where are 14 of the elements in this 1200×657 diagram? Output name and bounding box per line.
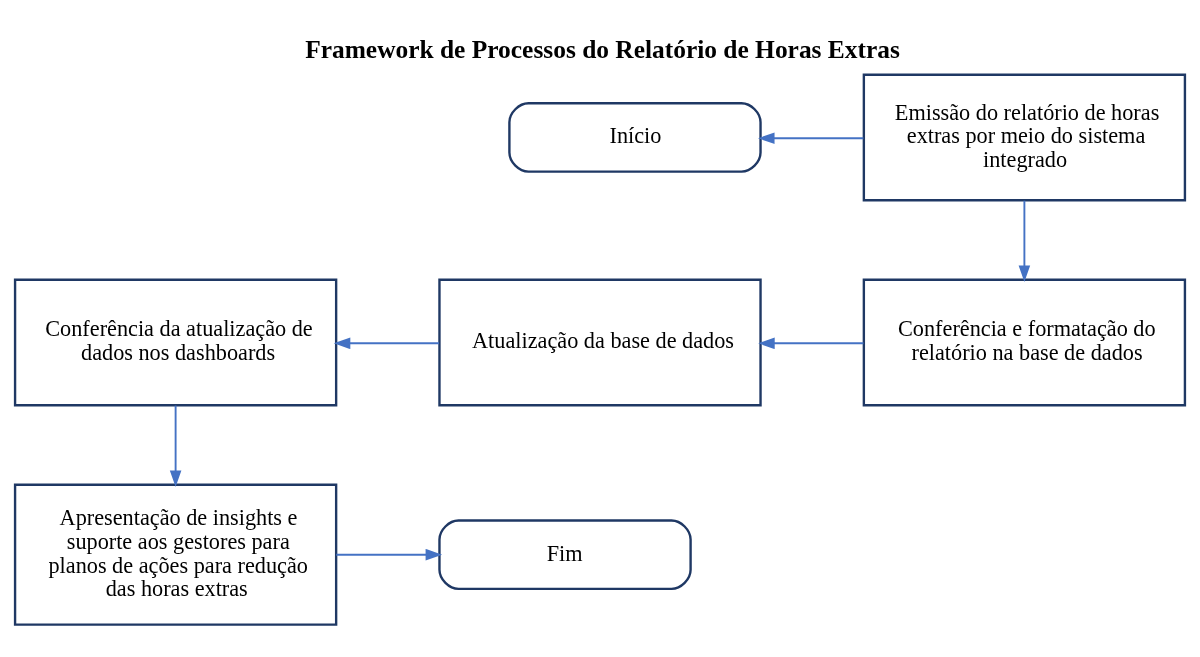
node-box: Conferência e formatação do relatório na base de dados [862, 278, 1187, 406]
node-box: Conferência da atualização de dados nos dashboards [13, 278, 338, 406]
node-box: Apresentação de insights e suporte aos gestores para planos de ações para redução das horas extras [13, 483, 338, 626]
arrow [335, 548, 443, 560]
arrow [1018, 199, 1031, 282]
arrow [757, 131, 865, 144]
arrow [333, 337, 441, 349]
node-box: Fim [438, 518, 692, 590]
node-box: Emissão do relatório de horas extras por meio do sistema integrado [862, 73, 1187, 201]
arrow [169, 404, 182, 487]
node-box: Atualização da base de dados [438, 278, 762, 406]
node-box: Início [508, 101, 762, 173]
arrow [758, 337, 865, 349]
diagram-title: Framework de Processos do Relatório de Horas Extras [305, 34, 900, 64]
